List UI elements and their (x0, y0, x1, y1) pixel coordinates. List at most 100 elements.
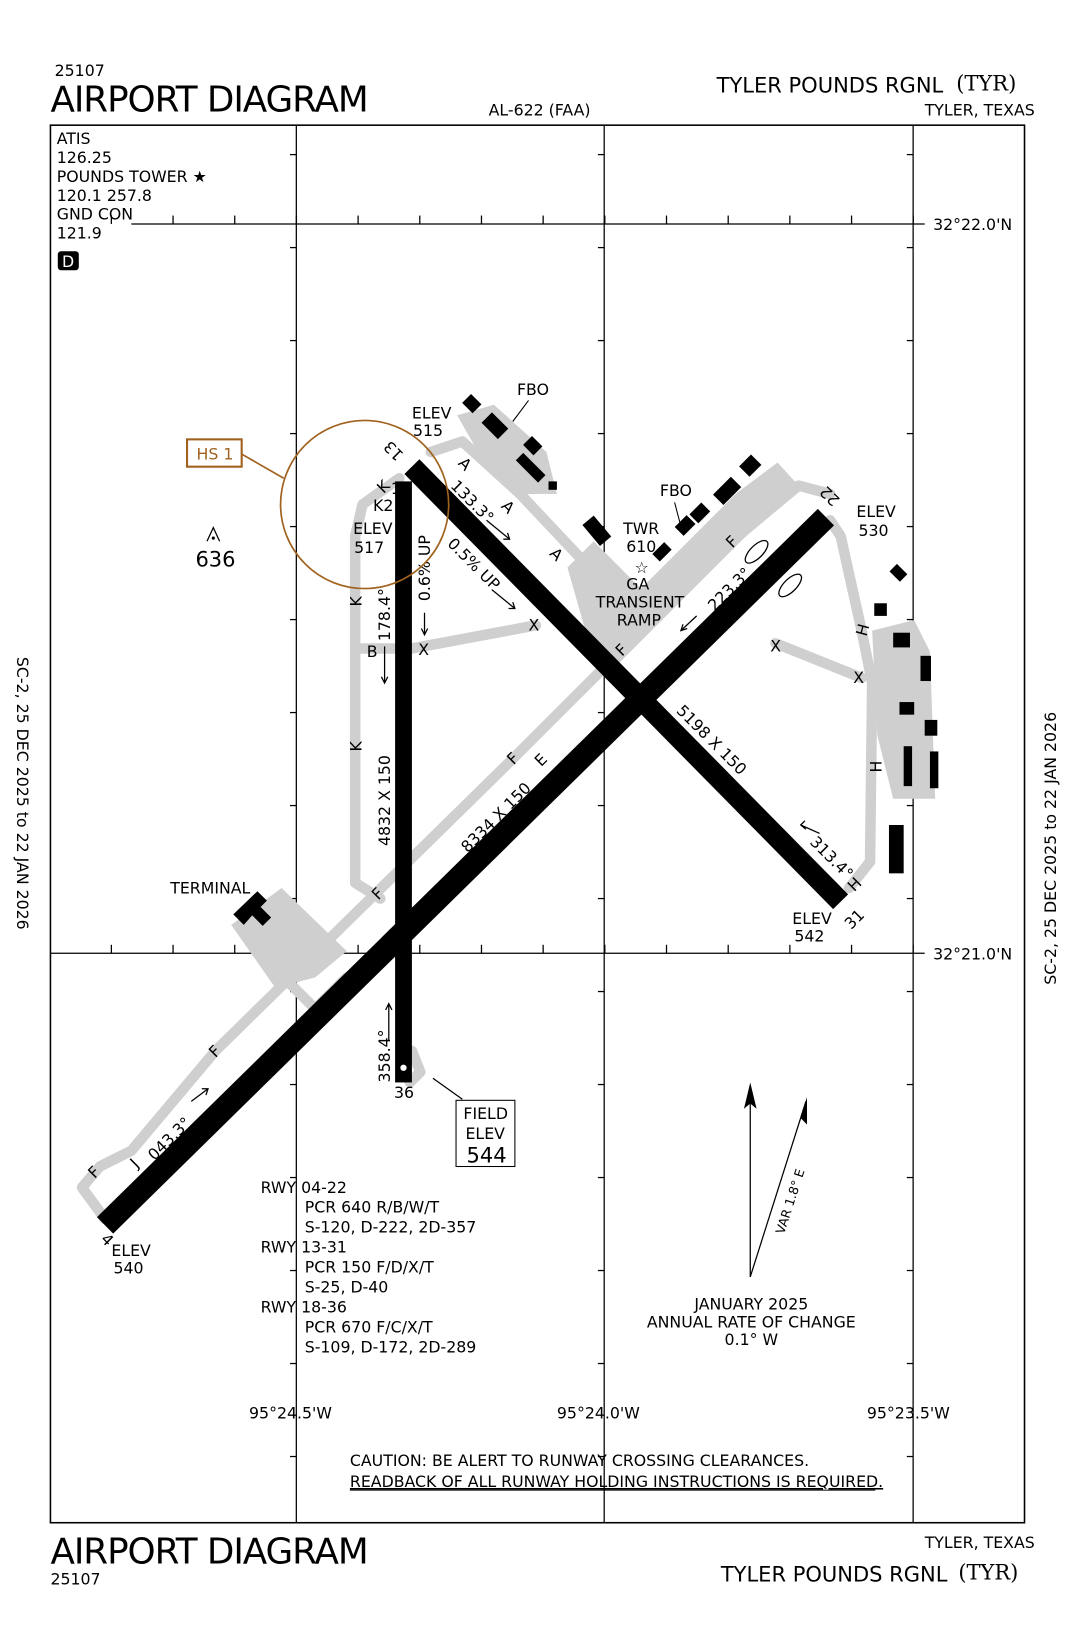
taxiway-label: X (853, 668, 864, 687)
lat-label-bottom: 32°21.0'N (933, 945, 1012, 964)
arrow-icon (385, 1002, 393, 1041)
building (899, 702, 915, 715)
terminal-label: TERMINAL (169, 878, 250, 897)
datalink-badge-bg (57, 251, 79, 271)
building (462, 393, 482, 414)
airport-id: (TYR) (956, 71, 1016, 96)
obstacle-icon (206, 526, 221, 542)
tower-icon: ☆ (635, 558, 649, 577)
hotspot-hs1[interactable]: HS 1 (185, 419, 450, 590)
runway-end-18: 18 (391, 479, 411, 498)
taxiway-x-east (770, 637, 867, 684)
arrow-icon (486, 519, 511, 540)
elev-value: 530 (858, 521, 888, 540)
rwy-name: RWY 04-22 (261, 1178, 347, 1197)
taxiway-label: X (529, 616, 540, 635)
fbo-label-east: FBO (660, 481, 692, 500)
ga-ramp-label: TRANSIENT (595, 592, 685, 611)
city-state: TYLER, TEXAS (924, 101, 1035, 120)
tower-label: TWR (622, 519, 659, 538)
arrow-icon (679, 615, 698, 632)
graticule (50, 125, 925, 1523)
validity-right: SC-2, 25 DEC 2025 to 22 JAN 2026 (1041, 712, 1060, 985)
hotspot-label: HS 1 (196, 444, 233, 463)
page-title: AIRPORT DIAGRAM (50, 80, 367, 121)
taxiway-h (824, 515, 878, 894)
building (920, 655, 931, 682)
elev-value: 515 (413, 421, 443, 440)
taxiway-f (76, 480, 836, 1225)
elev-label: ELEV (856, 502, 896, 521)
taxiway-label: H (852, 622, 873, 638)
lon-label-left: 95°24.5'W (249, 1404, 332, 1423)
building (652, 542, 672, 562)
runway-18-36-dims: 4832 X 150 (375, 755, 394, 846)
footer-city-state: TYLER, TEXAS (924, 1533, 1035, 1552)
field-elev-label: ELEV (465, 1124, 505, 1143)
taxiway-label: J (125, 1155, 142, 1172)
footer-airport-id: (TYR) (958, 1559, 1018, 1584)
taxiway-label: B (367, 642, 378, 661)
direction-arrows (190, 519, 820, 1102)
arrow-icon (491, 589, 516, 610)
building (739, 454, 762, 477)
hdg-358: 358.4° (375, 1029, 394, 1082)
freq-line: GND CON (57, 205, 133, 224)
building (924, 719, 938, 736)
ga-ramp-label: RAMP (617, 610, 661, 629)
terminal-building (233, 891, 272, 926)
runway-04-22 (96, 508, 835, 1234)
rwy-pcr: PCR 670 F/C/X/T (305, 1318, 433, 1337)
elev-label: ELEV (792, 909, 832, 928)
building (874, 603, 887, 616)
diagram-frame (49, 124, 1026, 1524)
arrow-icon (674, 502, 681, 523)
chart-number: 25107 (55, 61, 105, 80)
footer-title: AIRPORT DIAGRAM (50, 1532, 367, 1573)
building (903, 746, 913, 787)
building (582, 515, 612, 546)
freq-line: ATIS (57, 129, 91, 148)
north-arrow-icon (743, 1082, 807, 1278)
runway-end-13: 13 (380, 437, 408, 465)
runway-13-31 (404, 459, 849, 910)
mag-rate: 0.1° W (725, 1330, 779, 1349)
runways (96, 459, 849, 1234)
rwy-name: RWY 13-31 (261, 1238, 347, 1257)
building (713, 476, 742, 505)
building (515, 452, 546, 483)
arrow-icon (190, 1088, 209, 1102)
tower-elev: 610 (626, 537, 656, 556)
freq-line: 126.25 (57, 148, 112, 167)
arrow-icon (420, 612, 429, 637)
taxiway-label: H (867, 761, 886, 773)
rwy-pcr: PCR 150 F/D/X/T (305, 1258, 434, 1277)
runway-18-36 (395, 481, 412, 1083)
wigwag-icon (744, 539, 803, 598)
taxiway-k (349, 472, 405, 904)
building (674, 515, 696, 536)
mag-rate-label: ANNUAL RATE OF CHANGE (647, 1312, 856, 1331)
building (523, 436, 543, 456)
building (481, 412, 509, 440)
footer-airport-name: TYLER POUNDS RGNL (720, 1562, 948, 1587)
field-elevation-box: FIELD ELEV 544 (455, 1099, 516, 1167)
arrow-icon (512, 400, 529, 422)
building (893, 632, 910, 648)
footer-chart-number: 25107 (50, 1570, 100, 1589)
procedure-id: AL-622 (FAA) (489, 101, 591, 120)
building (689, 502, 711, 524)
taxiway-label: A (546, 544, 567, 565)
building (548, 481, 557, 490)
hdg-178: 178.4° (375, 588, 394, 641)
field-elev-label: FIELD (463, 1104, 508, 1123)
freq-line: 121.9 (57, 224, 102, 243)
freq-line: 120.1 257.8 (57, 186, 152, 205)
ga-ramp-label: GA (626, 575, 649, 594)
elev-label: ELEV (353, 519, 393, 538)
taxiway-label: K (346, 740, 365, 751)
slope-18-36: 0.6% UP (415, 535, 434, 601)
taxiway-label: X (770, 637, 781, 656)
building (929, 751, 939, 789)
